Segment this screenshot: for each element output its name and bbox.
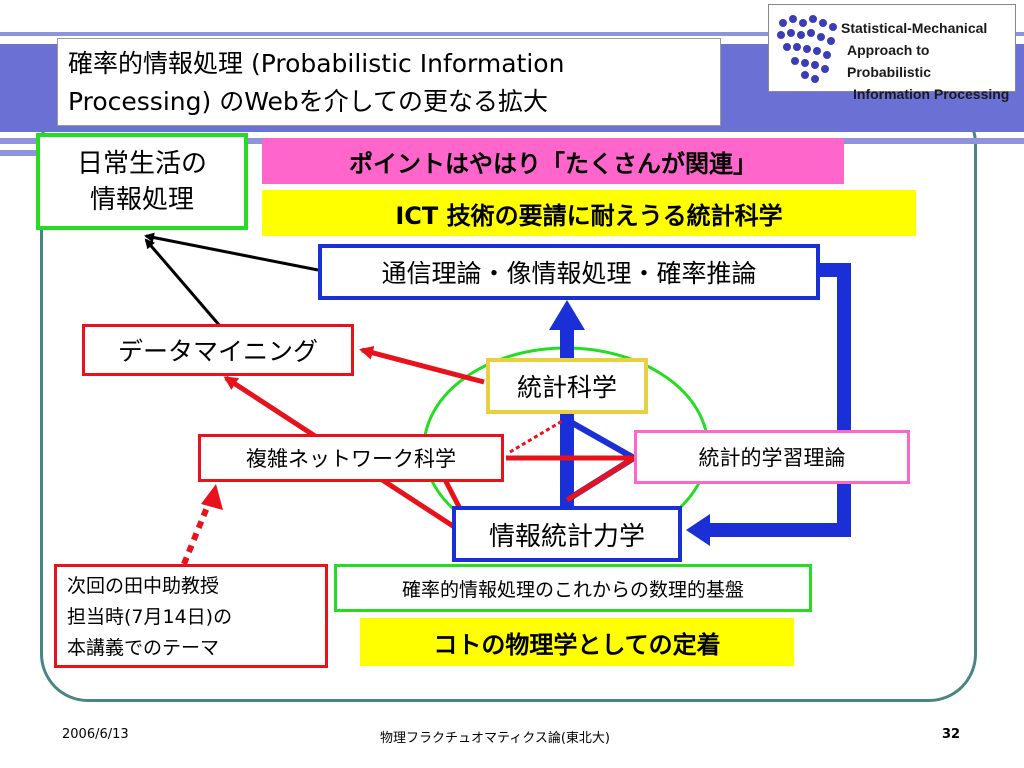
foundation-box: 確率的情報処理のこれからの数理的基盤: [334, 564, 812, 612]
page-title: 確率的情報処理 (Probabilistic Information Proce…: [57, 38, 721, 126]
next-lecture-line2: 担当時(7月14日)の: [67, 606, 233, 628]
network-science-box: 複雑ネットワーク科学: [198, 434, 504, 482]
arrow-next-to-network: [181, 498, 213, 566]
comm-theory-box: 通信理論・像情報処理・確率推論: [318, 244, 820, 300]
blue-feedback-arrowhead: [686, 514, 710, 546]
red-dotted-network-stats: [509, 418, 565, 454]
ict-banner: ICT 技術の要請に耐えうる統計科学: [262, 190, 916, 236]
info-stat-mech-box: 情報統計力学: [452, 506, 682, 562]
next-lecture-line3: 本講義でのテーマ: [67, 637, 220, 659]
blue-feedback-path: [706, 263, 851, 537]
blue-up-arrowhead: [549, 300, 585, 330]
footer-page-number: 32: [942, 727, 961, 742]
page-title-line2: Processing) のWebを介しての更なる拡大: [68, 87, 548, 116]
logo-line-1: Statistical-Mechanical: [841, 20, 988, 36]
daily-info-box: 日常生活の 情報処理: [36, 133, 248, 230]
logo-line-3: Information Processing: [853, 86, 1010, 102]
arrow-comm-to-daily: [144, 232, 319, 272]
page-title-line1: 確率的情報処理 (Probabilistic Information: [68, 49, 565, 78]
daily-info-line2: 情報処理: [89, 184, 194, 215]
datamining-box: データマイニング: [82, 324, 354, 376]
next-lecture-line1: 次回の田中助教授: [67, 575, 220, 597]
footer-course: 物理フラクチュオマティクス論(東北大): [380, 731, 610, 746]
header-stripe-top: [0, 32, 1024, 36]
logo-text: Statistical-Mechanical Approach to Proba…: [841, 17, 1015, 105]
arrow-next-to-network-head: [201, 484, 223, 510]
logo-dots-graphic: [777, 15, 837, 83]
stats-science-box: 統計科学: [486, 358, 648, 414]
point-banner: ポイントはやはり「たくさんが関連」: [262, 138, 844, 184]
header-stripe-left: [0, 150, 40, 156]
next-lecture-box: 次回の田中助教授 担当時(7月14日)の 本講義でのテーマ: [54, 564, 328, 668]
koto-banner: コトの物理学としての定着: [360, 618, 794, 666]
logo: Statistical-Mechanical Approach to Proba…: [768, 4, 1016, 102]
daily-info-line1: 日常生活の: [76, 148, 207, 179]
footer-date: 2006/6/13: [62, 727, 129, 742]
learning-theory-box: 統計的学習理論: [634, 430, 910, 484]
red-learning-to-infostat: [565, 455, 636, 503]
logo-line-2: Approach to Probabilistic: [847, 42, 932, 80]
arrow-datamining-to-daily: [144, 238, 222, 327]
arrow-stats-to-datamining: [359, 346, 485, 385]
